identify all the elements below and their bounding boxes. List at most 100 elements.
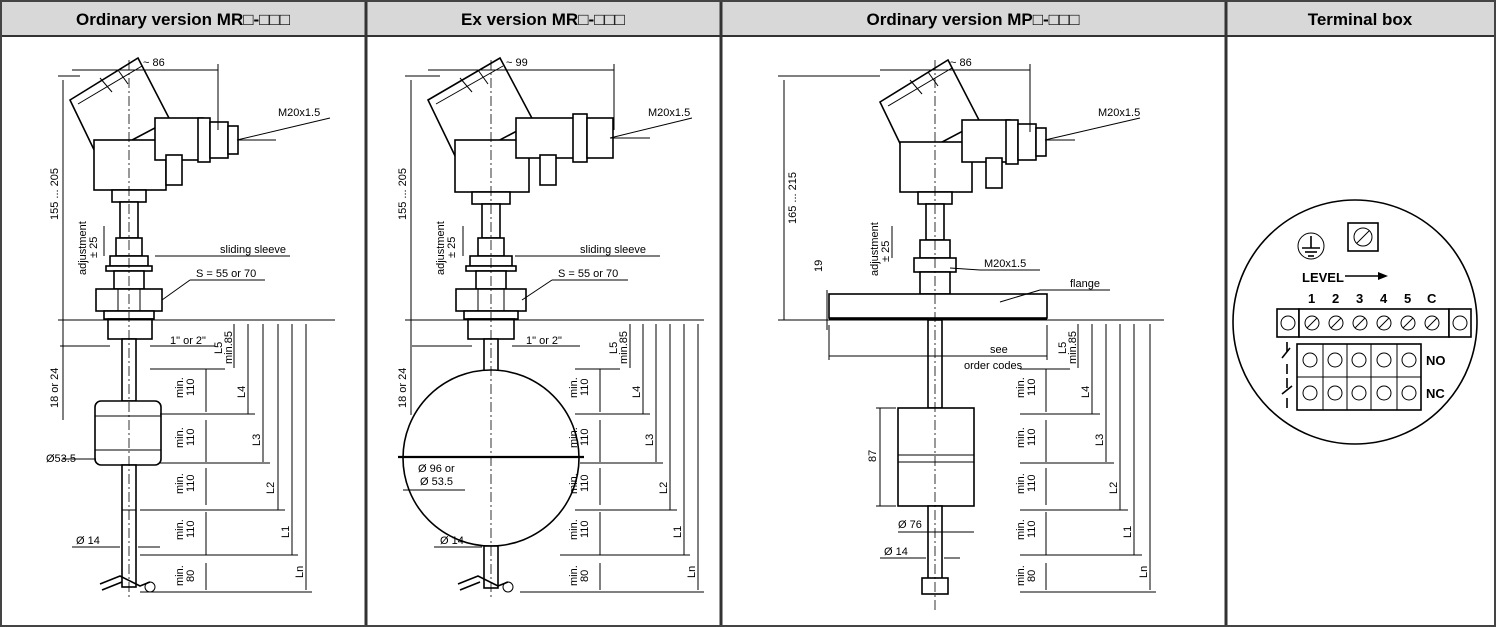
terminal-number: 1 — [1308, 291, 1315, 306]
l1-label: L1 — [672, 526, 684, 538]
min-value-110: 110 — [579, 378, 591, 396]
min-value-110: 110 — [185, 474, 197, 492]
l1-label: L1 — [280, 526, 292, 538]
l1-label: L1 — [1122, 526, 1134, 538]
min-label: min. — [568, 473, 580, 494]
wrench-size-label: S = 55 or 70 — [196, 268, 256, 280]
height-label: 165 ... 215 — [787, 172, 799, 224]
terminal-number: C — [1427, 291, 1437, 306]
l4-label: L4 — [1080, 386, 1092, 398]
drawing-ordinary-mp — [778, 58, 1164, 610]
terminal-number: 3 — [1356, 291, 1363, 306]
float-diameter-label: Ø53.5 — [46, 453, 76, 465]
float-height-label: 87 — [867, 450, 879, 462]
ln-label: Ln — [1138, 566, 1150, 578]
terminal-number: 2 — [1332, 291, 1339, 306]
min-label: min. — [174, 519, 186, 540]
wrench-size-label: S = 55 or 70 — [558, 268, 618, 280]
height-label: 155 ... 205 — [397, 168, 409, 220]
adjustment-label: adjustment — [77, 221, 89, 275]
min-value-110: 110 — [185, 428, 197, 446]
pipe-thread-label: 1" or 2" — [526, 335, 562, 347]
ln-label: Ln — [686, 566, 698, 578]
rod-diameter-label: Ø 14 — [884, 546, 908, 558]
l5-min-label: min.85 — [618, 331, 630, 364]
min-value-110: 110 — [1026, 378, 1038, 396]
min-label: min. — [174, 427, 186, 448]
width-label: ~ 86 — [950, 57, 972, 69]
min-label: min. — [1015, 377, 1027, 398]
ground-icon — [1297, 232, 1325, 260]
min-label: min. — [174, 473, 186, 494]
header-terminal-box: Terminal box — [1308, 10, 1413, 29]
min-value-80: 80 — [1026, 570, 1038, 582]
pipe-thread-label: 1" or 2" — [170, 335, 206, 347]
flange-order-codes-label: order codes — [964, 360, 1023, 372]
adjustment-label: adjustment — [435, 221, 447, 275]
l5-label: L5 — [213, 342, 225, 354]
flange-height-label: 19 — [813, 260, 825, 272]
min-value-80: 80 — [579, 570, 591, 582]
terminal-number: 4 — [1380, 291, 1388, 306]
min-label: min. — [568, 377, 580, 398]
min-label: min. — [174, 377, 186, 398]
adjustment-range: ± 25 — [880, 241, 892, 262]
min-value-110: 110 — [185, 520, 197, 538]
flange-label: flange — [1070, 278, 1100, 290]
min-label: min. — [568, 427, 580, 448]
no-contact-label: NO — [1426, 353, 1446, 368]
rod-diameter-label: Ø 14 — [440, 535, 464, 547]
level-label: LEVEL — [1302, 270, 1344, 285]
adjustment-range: ± 25 — [88, 237, 100, 258]
l4-label: L4 — [631, 386, 643, 398]
l2-label: L2 — [265, 482, 277, 494]
l2-label: L2 — [658, 482, 670, 494]
min-label: min. — [1015, 427, 1027, 448]
width-label: ~ 86 — [143, 57, 165, 69]
thread-label: M20x1.5 — [278, 107, 320, 119]
coupling-thread-label: M20x1.5 — [984, 258, 1026, 270]
contact-switch-icon — [1281, 342, 1293, 408]
l5-label: L5 — [608, 342, 620, 354]
l5-label: L5 — [1057, 342, 1069, 354]
flange-see-label: see — [990, 344, 1008, 356]
min-label: min. — [174, 565, 186, 586]
l5-min-label: min.85 — [1067, 331, 1079, 364]
l3-label: L3 — [644, 434, 656, 446]
thread-label: M20x1.5 — [1098, 107, 1140, 119]
float-diameter-label-alt: Ø 53.5 — [420, 476, 453, 488]
min-label: min. — [1015, 473, 1027, 494]
terminal-screws — [1304, 315, 1440, 331]
header-ordinary-mr: Ordinary version MR□-□□□ — [76, 10, 290, 29]
header-ordinary-mp: Ordinary version MP□-□□□ — [866, 10, 1079, 29]
float-diameter-label: Ø 76 — [898, 519, 922, 531]
l4-label: L4 — [236, 386, 248, 398]
depth-label: 18 or 24 — [49, 368, 61, 408]
drawing-ordinary-mr — [58, 56, 335, 600]
min-value-80: 80 — [185, 570, 197, 582]
drawing-ex-mr — [398, 56, 704, 600]
min-label: min. — [568, 565, 580, 586]
min-value-110: 110 — [579, 520, 591, 538]
thread-label: M20x1.5 — [648, 107, 690, 119]
nc-contact-label: NC — [1426, 386, 1445, 401]
adjustment-range: ± 25 — [446, 237, 458, 258]
height-label: 155 ... 205 — [49, 168, 61, 220]
min-value-110: 110 — [1026, 428, 1038, 446]
l3-label: L3 — [1094, 434, 1106, 446]
min-value-110: 110 — [1026, 474, 1038, 492]
width-label: ~ 99 — [506, 57, 528, 69]
min-label: min. — [568, 519, 580, 540]
header-ex-mr: Ex version MR□-□□□ — [461, 10, 625, 29]
sleeve-label: sliding sleeve — [220, 244, 286, 256]
depth-label: 18 or 24 — [397, 368, 409, 408]
float-diameter-label: Ø 96 or — [418, 463, 455, 475]
l5-min-label: min.85 — [223, 331, 235, 364]
min-value-110: 110 — [579, 428, 591, 446]
adjustment-label: adjustment — [869, 222, 881, 276]
min-value-110: 110 — [185, 378, 197, 396]
rod-diameter-label: Ø 14 — [76, 535, 100, 547]
min-value-110: 110 — [579, 474, 591, 492]
l2-label: L2 — [1108, 482, 1120, 494]
